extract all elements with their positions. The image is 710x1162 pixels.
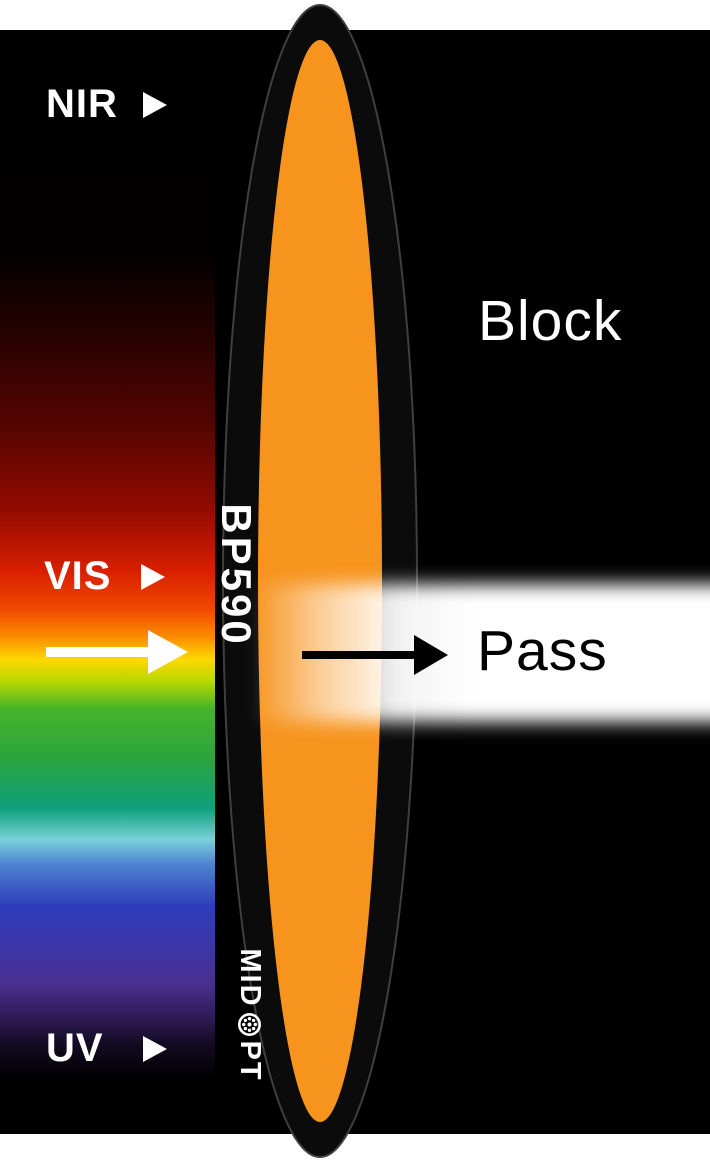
uv-triangle-icon — [143, 1035, 167, 1062]
brand-prefix: MID — [234, 948, 267, 1008]
brand-logo: MID PT — [234, 920, 267, 1110]
vis-triangle-icon — [141, 563, 165, 590]
uv-label: UV — [46, 1026, 104, 1070]
vis-label: VIS — [44, 554, 112, 598]
vis-label-row: VIS — [44, 554, 165, 599]
filter-glass — [258, 40, 382, 1122]
brand-suffix: PT — [234, 1040, 267, 1082]
block-annotation: Block — [478, 289, 623, 353]
midopt-o-icon — [238, 1012, 262, 1036]
uv-label-row: UV — [46, 1026, 167, 1071]
spectrum-gradient — [0, 30, 215, 1134]
nir-triangle-icon — [143, 91, 167, 118]
nir-label: NIR — [46, 82, 118, 126]
nir-label-row: NIR — [46, 82, 167, 127]
spectrum-pass-arrow-icon — [46, 630, 188, 674]
pass-arrow-icon — [302, 635, 448, 675]
pass-annotation: Pass — [477, 619, 608, 683]
